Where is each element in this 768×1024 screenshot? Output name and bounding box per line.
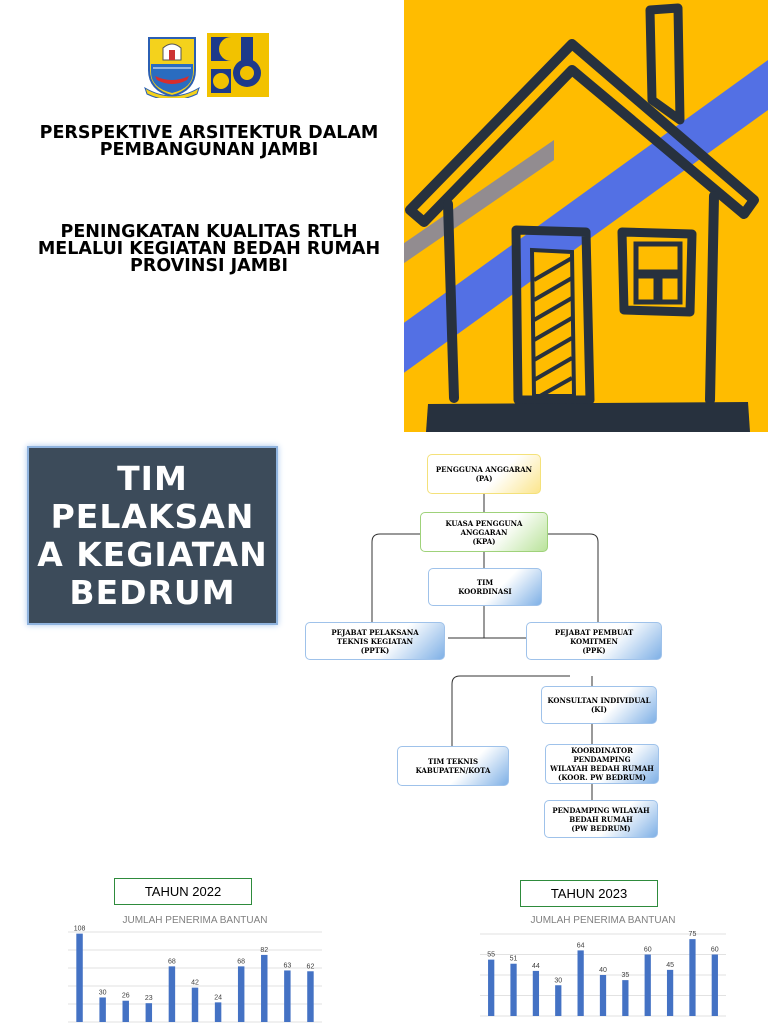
- chart-data-label: 24: [214, 994, 222, 1001]
- org-node-label: KOMITMEN: [570, 636, 618, 646]
- chart-bar: [666, 969, 674, 1016]
- org-node-label: TIM: [476, 578, 494, 587]
- team-heading: TIM PELAKSAN A KEGIATAN BEDRUM: [37, 458, 268, 612]
- chart-2022: JUMLAH PENERIMA BANTUAN 108 30 26 23 68 42 24 68…: [68, 915, 322, 1023]
- org-node-label: PEJABAT PELAKSANA: [331, 627, 419, 637]
- chart-bar: [532, 970, 540, 1016]
- title-line: PERSPEKTIVE ARSITEKTUR DALAM: [39, 123, 379, 143]
- chart-data-label: 68: [168, 958, 176, 965]
- document-subtitle: PENINGKATAN KUALITAS RTLH MELALUI KEGIAT…: [14, 222, 404, 276]
- org-node-ki: KONSULTAN INDIVIDUAL (KI): [541, 686, 657, 724]
- jambi-province-emblem-icon: [144, 37, 200, 98]
- chart-bar: [122, 1000, 129, 1022]
- org-node-label: KUASA PENGGUNA ANGGARAN: [445, 518, 523, 537]
- org-node-label: TIM TEKNIS: [427, 757, 479, 766]
- subtitle-line: MELALUI KEGIATAN BEDAH RUMAH: [37, 239, 381, 259]
- chart-bar: [599, 975, 607, 1016]
- chart-bar: [145, 1003, 153, 1022]
- org-node-label: WILAYAH BEDAH RUMAH: [550, 764, 654, 773]
- chart-bar: [510, 963, 517, 1016]
- subtitle-line: PENINGKATAN KUALITAS RTLH: [60, 222, 358, 242]
- chart-year-tag: TAHUN 2023: [520, 880, 658, 907]
- org-node-label: KOORDINASI: [458, 587, 512, 596]
- org-node-pendamping: PENDAMPING WILAYAH BEDAH RUMAH (PW BEDRU…: [544, 800, 658, 838]
- chart-bar: [488, 959, 495, 1016]
- team-heading-box: TIM PELAKSAN A KEGIATAN BEDRUM: [27, 446, 278, 625]
- org-node-pa: PENGGUNA ANGGARAN (PA): [427, 454, 541, 494]
- chart-bar: [99, 997, 106, 1022]
- org-node-tim-teknis: TIM TEKNIS KABUPATEN/KOTA: [397, 746, 509, 786]
- org-node-label: PEJABAT PEMBUAT: [554, 627, 634, 637]
- chart-data-label: 60: [644, 947, 652, 954]
- chart-data-label: 55: [487, 952, 495, 959]
- org-node-label: (PPK): [582, 645, 606, 655]
- chart-data-label: 26: [122, 993, 130, 1000]
- org-node-label: (PA): [475, 474, 493, 483]
- chart-data-label: 62: [307, 963, 315, 970]
- chart-bar: [555, 985, 562, 1016]
- team-heading-line: BEDRUM: [69, 572, 236, 612]
- chart-data-label: 40: [599, 967, 607, 974]
- chart-bar: [191, 987, 199, 1022]
- title-line: PEMBANGUNAN JAMBI: [99, 140, 319, 160]
- chart-bar: [237, 966, 245, 1022]
- chart-data-label: 23: [145, 995, 153, 1002]
- chart-data-label: 68: [237, 958, 245, 965]
- chart-data-label: 45: [666, 962, 674, 969]
- org-node-label: (PPTK): [360, 645, 390, 655]
- org-node-label: KABUPATEN/KOTA: [415, 766, 491, 775]
- org-node-label: BEDAH RUMAH: [569, 814, 633, 824]
- chart-data-label: 108: [74, 926, 86, 933]
- document-title: PERSPEKTIVE ARSITEKTUR DALAM PEMBANGUNAN…: [14, 123, 404, 160]
- chart-bar: [214, 1002, 222, 1022]
- org-node-ppk: PEJABAT PEMBUAT KOMITMEN (PPK): [526, 622, 662, 660]
- chart-bar: [577, 950, 584, 1016]
- org-node-pptk: PEJABAT PELAKSANA TEKNIS KEGIATAN (PPTK): [305, 622, 445, 660]
- chart-bar: [689, 939, 696, 1016]
- org-node-koordinasi: TIM KOORDINASI: [428, 568, 542, 606]
- house-illustration: [404, 0, 768, 432]
- org-chart-connectors: [371, 494, 599, 800]
- org-node-label: (KOOR. PW BEDRUM): [558, 773, 646, 782]
- chart-bar: [644, 954, 651, 1016]
- chart-data-label: 30: [554, 977, 562, 984]
- chart-bar: [622, 980, 629, 1016]
- chart-title: JUMLAH PENERIMA BANTUAN: [530, 915, 675, 926]
- org-node-label: PENGGUNA ANGGARAN: [435, 465, 533, 474]
- chart-bar: [76, 933, 83, 1022]
- team-heading-line: A KEGIATAN: [37, 534, 268, 574]
- chart-year-tag: TAHUN 2022: [114, 878, 252, 905]
- org-node-label: (PW BEDRUM): [571, 823, 631, 833]
- chart-data-label: 35: [621, 972, 629, 979]
- chart-bar: [284, 970, 291, 1022]
- chart-bar: [307, 971, 314, 1022]
- team-heading-line: TIM: [117, 458, 188, 498]
- org-node-label: KONSULTAN INDIVIDUAL: [547, 696, 651, 705]
- chart-data-label: 64: [577, 942, 585, 949]
- pupr-logo-icon: [207, 33, 269, 97]
- chart-data-label: 60: [711, 947, 719, 954]
- chart-title: JUMLAH PENERIMA BANTUAN: [122, 915, 267, 926]
- org-node-label: (KPA): [472, 536, 496, 546]
- chart-data-label: 75: [689, 931, 697, 938]
- org-node-label: KOORDINATOR PENDAMPING: [571, 746, 633, 764]
- chart-2023: JUMLAH PENERIMA BANTUAN 55 51 44 30 64 40 35 60 4…: [480, 915, 726, 1017]
- org-node-label: (KI): [591, 705, 607, 714]
- chart-bar: [711, 954, 718, 1016]
- org-node-label: PENDAMPING WILAYAH: [552, 805, 650, 815]
- org-node-kpa: KUASA PENGGUNA ANGGARAN (KPA): [420, 512, 548, 552]
- chart-bar: [168, 966, 176, 1022]
- chart-data-label: 44: [532, 963, 540, 970]
- chart-data-label: 30: [99, 989, 107, 996]
- chart-data-label: 63: [283, 962, 291, 969]
- chart-bar: [261, 954, 268, 1022]
- subtitle-line: PROVINSI JAMBI: [130, 256, 288, 276]
- chart-data-label: 42: [191, 980, 199, 987]
- org-node-koordinator: KOORDINATOR PENDAMPING WILAYAH BEDAH RUM…: [545, 744, 659, 784]
- team-heading-line: PELAKSAN: [50, 496, 255, 536]
- org-node-label: TEKNIS KEGIATAN: [336, 636, 414, 646]
- chart-data-label: 82: [260, 947, 268, 954]
- house-icon: [404, 3, 768, 432]
- chart-data-label: 51: [510, 956, 518, 963]
